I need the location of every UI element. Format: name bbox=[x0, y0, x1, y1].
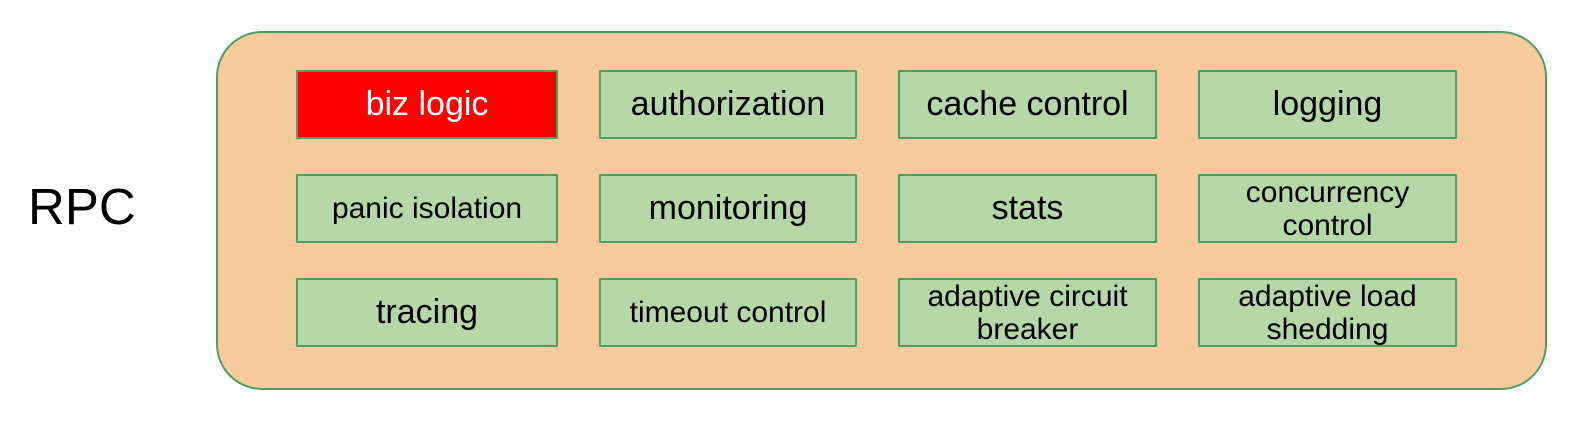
module-tracing: tracing bbox=[296, 278, 558, 347]
module-label: tracing bbox=[375, 292, 479, 331]
module-adaptive-circuit-breaker: adaptive circuit breaker bbox=[898, 278, 1157, 347]
module-adaptive-load-shedding: adaptive load shedding bbox=[1198, 278, 1457, 347]
module-monitoring: monitoring bbox=[599, 174, 857, 243]
module-label: logging bbox=[1272, 84, 1383, 123]
module-label: cache control bbox=[926, 84, 1129, 123]
module-concurrency-control: concurrency control bbox=[1198, 174, 1457, 243]
module-label: panic isolation bbox=[331, 192, 523, 225]
module-label: adaptive load shedding bbox=[1238, 279, 1417, 346]
module-label: authorization bbox=[630, 84, 826, 123]
module-label: adaptive circuit breaker bbox=[927, 279, 1128, 346]
module-label: biz logic bbox=[365, 84, 489, 123]
module-biz-logic: biz logic bbox=[296, 70, 558, 139]
module-logging: logging bbox=[1198, 70, 1457, 139]
rpc-container: biz logic authorization cache control loggi… bbox=[216, 31, 1547, 390]
module-label: stats bbox=[991, 188, 1064, 227]
module-label: monitoring bbox=[648, 188, 808, 227]
module-stats: stats bbox=[898, 174, 1157, 243]
module-authorization: authorization bbox=[599, 70, 857, 139]
module-grid: biz logic authorization cache control loggi… bbox=[296, 70, 1457, 347]
module-label: timeout control bbox=[629, 296, 827, 329]
module-panic-isolation: panic isolation bbox=[296, 174, 558, 243]
module-label: concurrency control bbox=[1245, 175, 1410, 242]
module-timeout-control: timeout control bbox=[599, 278, 857, 347]
module-cache-control: cache control bbox=[898, 70, 1157, 139]
rpc-label: RPC bbox=[28, 178, 136, 235]
